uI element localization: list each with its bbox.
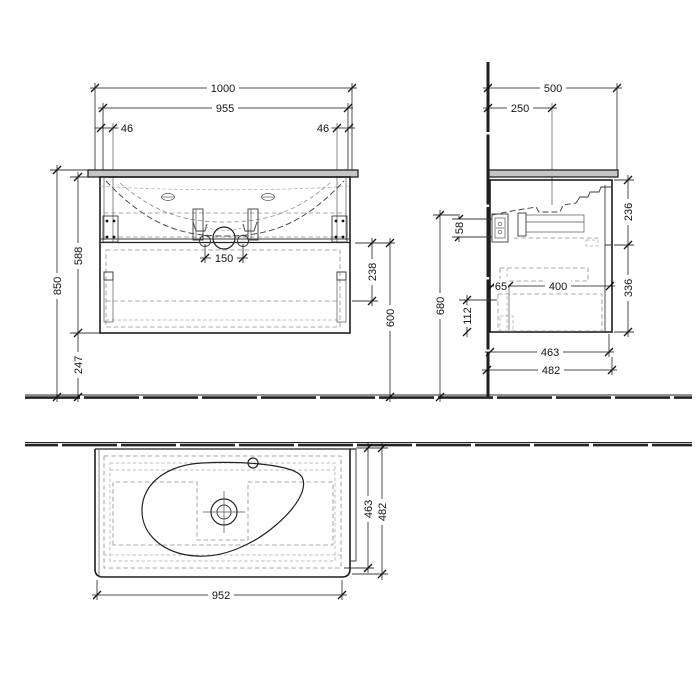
dim-label-bottom-drawer-front: 336: [621, 275, 635, 301]
side-cabinet-body: [489, 179, 613, 333]
dim-side-inner-depth: 400: [549, 281, 567, 293]
dim-label-drain-spacing: 150: [211, 251, 237, 265]
dim-top-basin-width: 952: [212, 590, 230, 602]
dim-label-drawer-inner-height: 238: [365, 259, 379, 285]
dim-label-total-height: 850: [50, 273, 64, 299]
dim-top-cabinet-depth: 463: [363, 500, 375, 518]
dim-label-left-offset: 46: [118, 121, 136, 135]
dim-side-cabinet-depth: 463: [541, 347, 559, 359]
dim-side-bracket-floor-height: 680: [435, 297, 447, 315]
dim-label-cabinet-depth: 463: [537, 345, 563, 359]
basin-outline: [141, 461, 305, 557]
top-cabinet-outline: [94, 449, 351, 578]
dim-side-bottom-drawer-front: 336: [623, 279, 635, 297]
side-view: 500 250 58 680 65 400 112 236 336 463 48…: [433, 62, 635, 402]
mounting-bracket-right: [331, 215, 348, 243]
dim-label-inner-depth: 400: [545, 279, 571, 293]
dim-label-basin-width: 955: [212, 101, 238, 115]
dim-label-bracket-height: 58: [452, 219, 466, 237]
wall-hatch-line: [25, 442, 692, 447]
dim-label-top-drawer-front: 236: [621, 199, 635, 225]
drawer-slides: [103, 271, 347, 323]
side-mounting-bracket: [491, 213, 509, 243]
dim-side-top-drawer-front: 236: [623, 203, 635, 221]
dim-front-cabinet-height: 588: [73, 247, 85, 265]
overflow-holes: [161, 193, 275, 201]
drain-outlets: [199, 226, 249, 250]
front-view: 1000 955 46 46 150 850 588 247 238 600: [50, 81, 397, 402]
dim-side-inner-offset: 65: [495, 281, 507, 293]
dim-side-drain-wall-distance: 250: [511, 103, 529, 115]
dim-label-cabinet-height: 588: [71, 243, 85, 269]
dim-front-total-height: 850: [52, 277, 64, 295]
dim-label-inner-offset: 65: [494, 279, 508, 293]
dim-front-left-offset: 46: [121, 123, 133, 135]
faucet-hole: [247, 457, 259, 469]
dim-label-bottom-clearance: 247: [71, 352, 85, 378]
dim-side-overall-depth: 482: [542, 365, 560, 377]
dim-label-drain-height: 600: [383, 305, 397, 331]
dim-side-inner-bottom-height: 112: [462, 307, 474, 325]
drawer-rail-tabs: [192, 208, 259, 241]
dim-label-bracket-floor-height: 680: [433, 293, 447, 319]
dim-front-total-width: 1000: [211, 83, 235, 95]
front-countertop-slab: [87, 169, 359, 178]
dim-front-right-offset: 46: [317, 123, 329, 135]
dim-front-basin-width: 955: [216, 103, 234, 115]
front-cabinet-body: [99, 176, 351, 334]
top-view: 463 482 952: [92, 443, 389, 602]
dim-side-total-depth: 500: [544, 83, 562, 95]
dim-label-top-basin-width: 952: [208, 588, 234, 602]
dim-label-drain-wall-distance: 250: [507, 101, 533, 115]
dim-side-bracket-height: 58: [454, 222, 466, 234]
top-drain: [203, 491, 245, 533]
dim-top-overall-depth: 482: [377, 503, 389, 521]
dim-label-top-cabinet-depth: 463: [361, 496, 375, 522]
dim-label-top-overall-depth: 482: [375, 499, 389, 525]
dim-label-total-depth: 500: [540, 81, 566, 95]
dim-label-total-width: 1000: [207, 81, 239, 95]
floor-hatch-line: [25, 394, 692, 399]
side-countertop-slab: [488, 169, 619, 178]
dim-front-bottom-clearance: 247: [73, 356, 85, 374]
dim-label-inner-bottom-height: 112: [460, 305, 474, 327]
dim-front-drain-spacing: 150: [215, 253, 233, 265]
dim-front-drawer-inner-height: 238: [367, 263, 379, 281]
dim-label-overall-depth: 482: [538, 363, 564, 377]
dim-label-right-offset: 46: [314, 121, 332, 135]
side-upper-rail: [514, 212, 599, 247]
mounting-bracket-left: [102, 215, 119, 243]
dim-front-drain-height: 600: [385, 309, 397, 327]
